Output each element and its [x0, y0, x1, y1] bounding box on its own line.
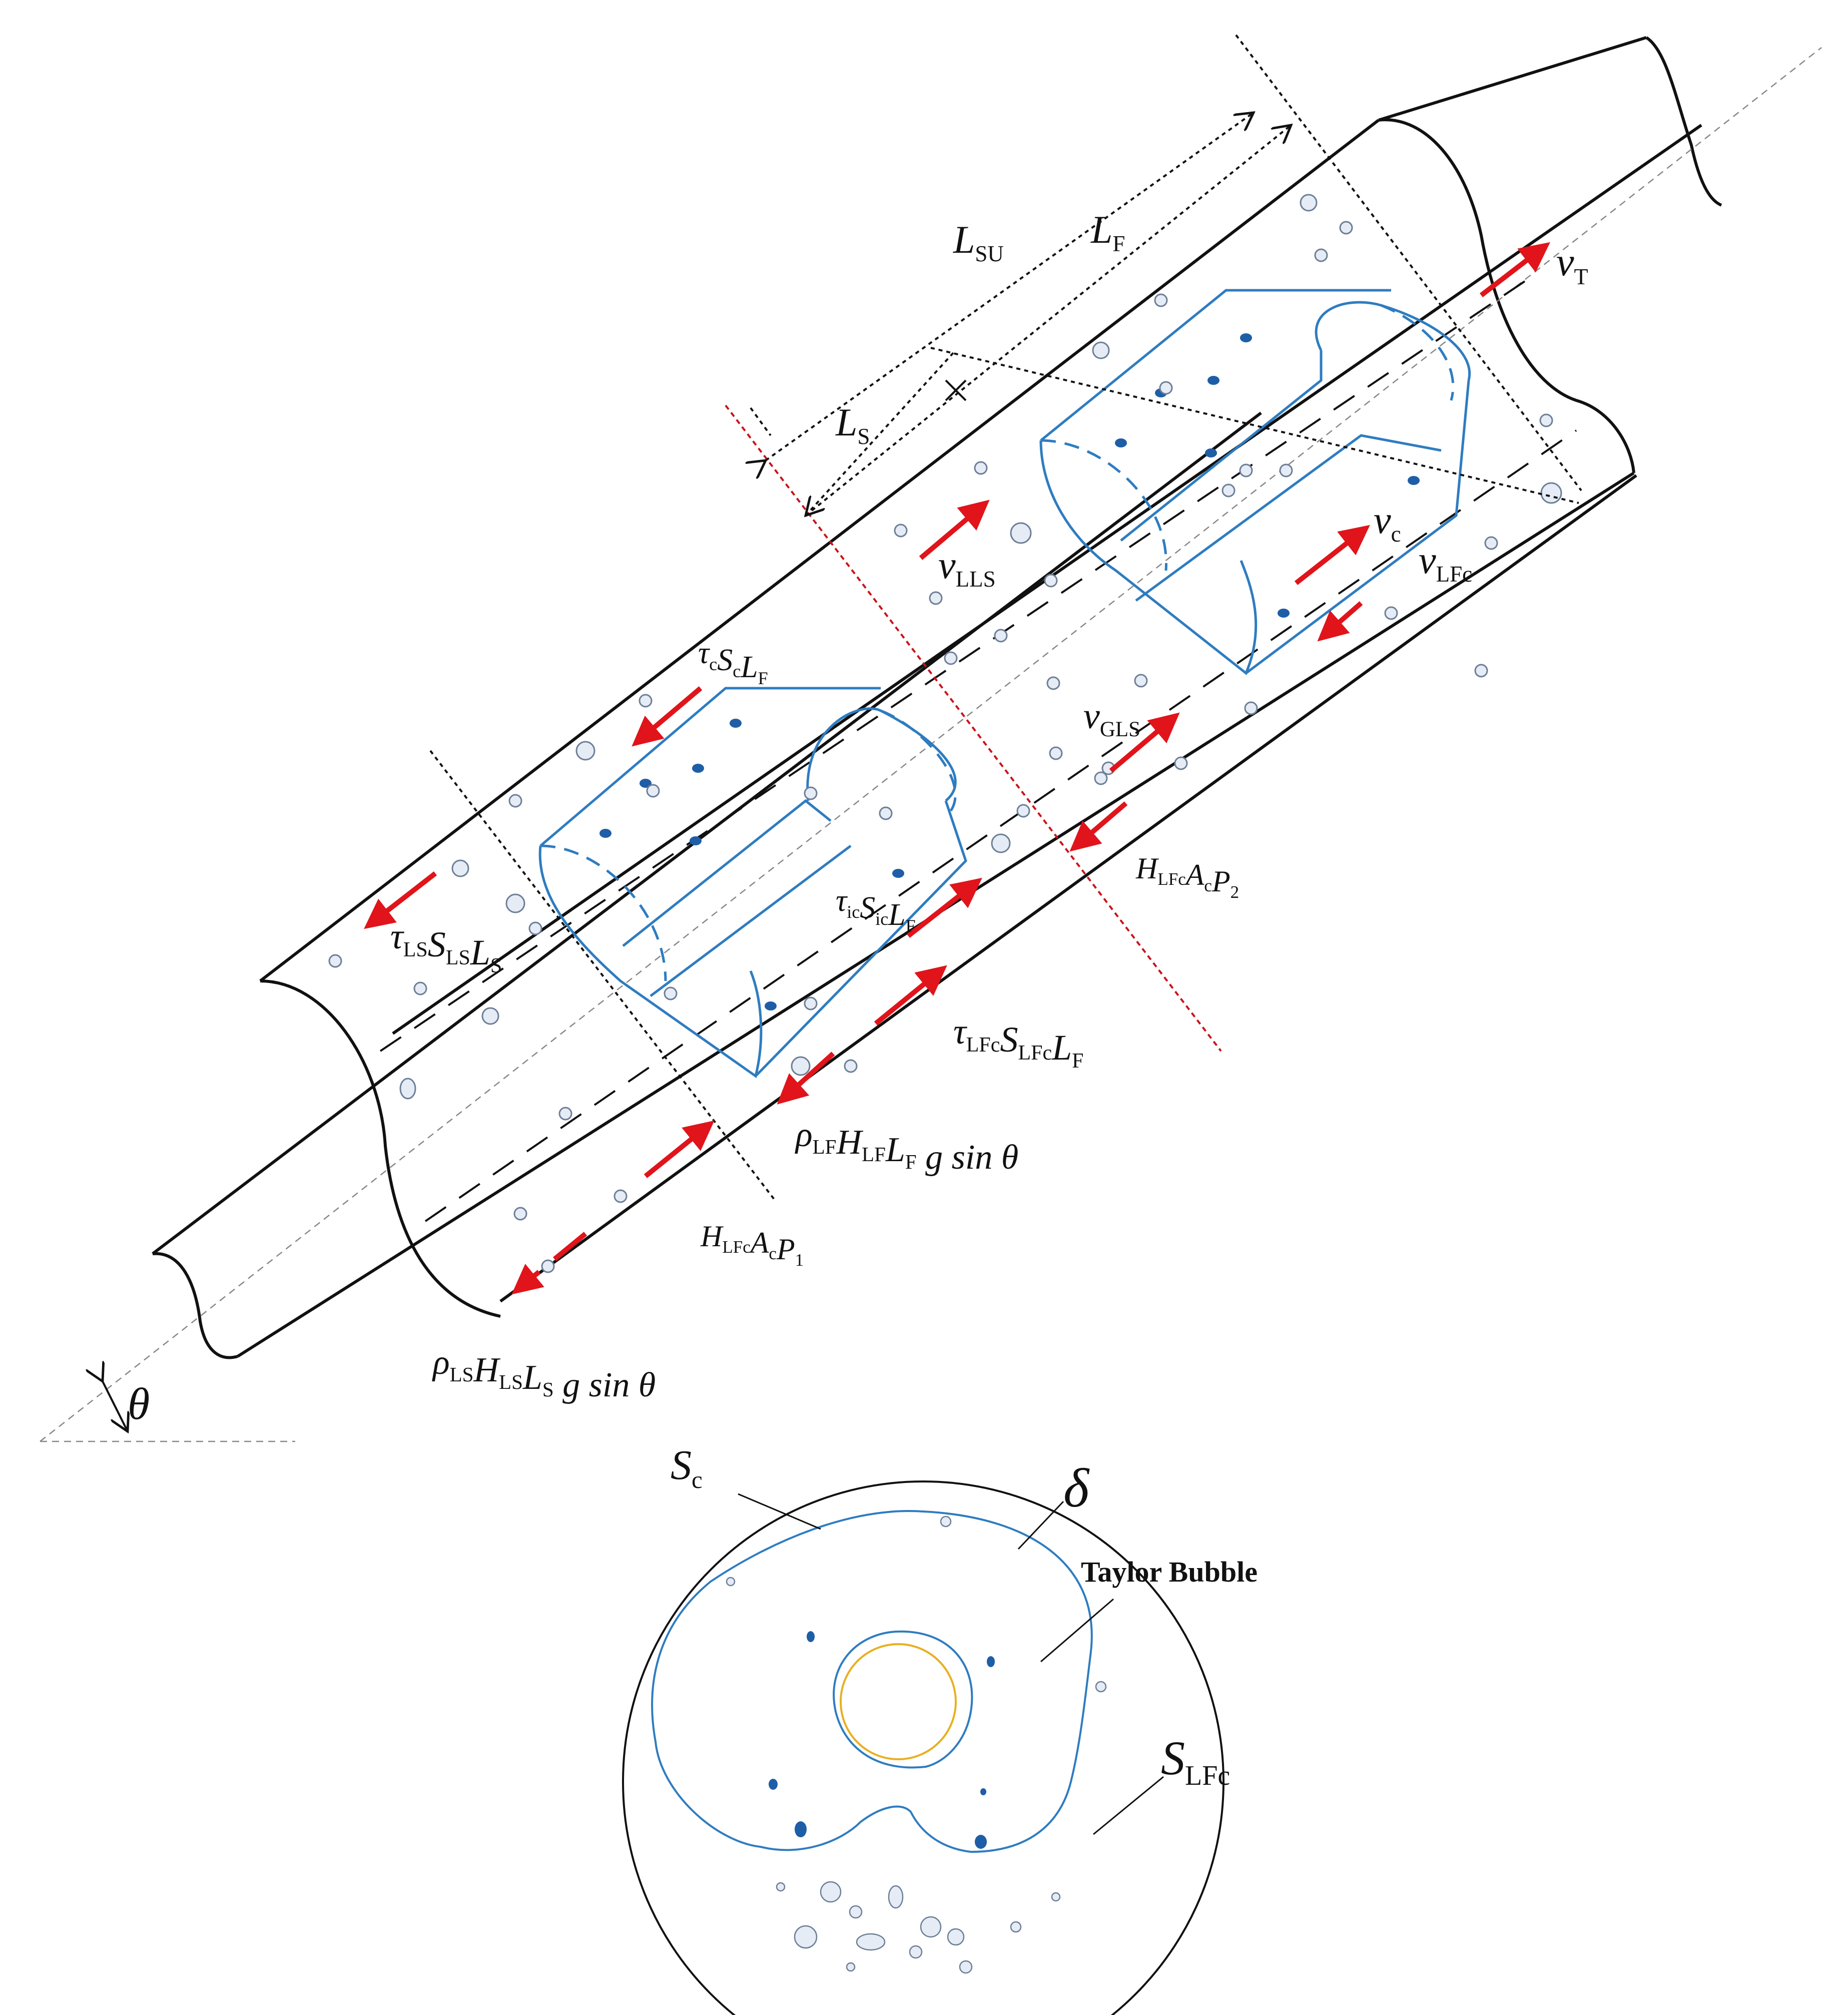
- label-cross-S-LFc: SLFc: [1161, 1731, 1230, 1791]
- label-H-LFc-Ac-P2: HLFcAcP2: [1135, 852, 1239, 902]
- cross-section-interface: [651, 1510, 1093, 1853]
- arrow-tau-LFc: [874, 965, 947, 1026]
- label-tau-ic-Sic-LF: τicSicLF: [836, 884, 916, 936]
- pipe-right-top: [1378, 36, 1647, 122]
- cross-section: [622, 1480, 1224, 2015]
- pipe-outer-bottom: [499, 474, 1637, 1303]
- label-tau-LS-SLS-LS: τLSSLSLS: [390, 916, 502, 977]
- label-L-F: LF: [1090, 208, 1125, 256]
- dashed-guides: [379, 279, 1577, 1222]
- taylor-bubble-left: [538, 687, 967, 1079]
- arrow-v-LLS: [919, 499, 990, 560]
- cross-section-core: [840, 1643, 957, 1760]
- arrow-tau-LS: [364, 871, 437, 929]
- pipe-top-wall: [259, 119, 1380, 982]
- label-theta: θ: [128, 1379, 150, 1429]
- label-L-S: LS: [835, 400, 870, 449]
- cross-section-core-interface: [833, 1630, 973, 1769]
- label-v-LFc: νLFc: [1419, 538, 1472, 587]
- arrow-H-P2: [1069, 801, 1128, 852]
- ls-marker: [945, 379, 967, 401]
- label-v-c: νc: [1374, 498, 1401, 547]
- label-cross-S-c: Sc: [671, 1442, 703, 1493]
- arrow-H-P1: [644, 1120, 715, 1178]
- label-tau-LFc-SLFc-LF: τLFcSLFcLF: [953, 1012, 1084, 1073]
- label-L-SU: LSU: [953, 218, 1004, 266]
- label-rho-LS-gravity: ρLSHLSLS g sin θ: [432, 1343, 656, 1404]
- label-v-GLS: νGLS: [1083, 696, 1140, 741]
- leader-lines: [738, 1493, 1164, 1835]
- arrow-v-c: [1294, 525, 1370, 585]
- red-arrows: [364, 242, 1550, 1295]
- cross-section-pipe: [622, 1480, 1224, 2015]
- label-cross-delta: δ: [1063, 1457, 1090, 1519]
- label-tau-c-Sc-LF: τcScLF: [698, 636, 768, 688]
- pipe-lower-wall: [152, 411, 1262, 1255]
- label-cross-taylor-bubble: Taylor Bubble: [1081, 1556, 1258, 1588]
- pipe-right-end-cap: [1645, 36, 1722, 207]
- cross-section-gas-bubbles: [726, 1516, 1107, 1974]
- arrow-v-GLS: [1109, 712, 1180, 773]
- pipe-right-end-upper: [1378, 118, 1635, 473]
- theta-marker: [103, 1381, 128, 1431]
- arrow-tau-c: [632, 686, 703, 747]
- gas-bubbles: [328, 194, 1562, 1273]
- label-v-T: νT: [1556, 240, 1588, 289]
- arrow-v-T: [1479, 242, 1550, 297]
- pipe-left-end-lower: [152, 1252, 238, 1359]
- label-H-LFc-Ac-P1: HLFcAcP1: [700, 1220, 804, 1270]
- arrow-rho-LF: [777, 1052, 835, 1105]
- label-rho-LF-gravity: ρLFHLFLF g sin θ: [795, 1116, 1018, 1177]
- label-v-LLS: νLLS: [938, 543, 996, 592]
- arrow-v-LFc: [1317, 601, 1363, 642]
- pipe-left-end-upper: [260, 979, 501, 1318]
- section-lines: [429, 34, 1582, 1202]
- arrow-rho-LS: [511, 1232, 587, 1295]
- cross-section-droplets: [769, 1631, 995, 1849]
- arrow-tau-ic: [906, 877, 982, 938]
